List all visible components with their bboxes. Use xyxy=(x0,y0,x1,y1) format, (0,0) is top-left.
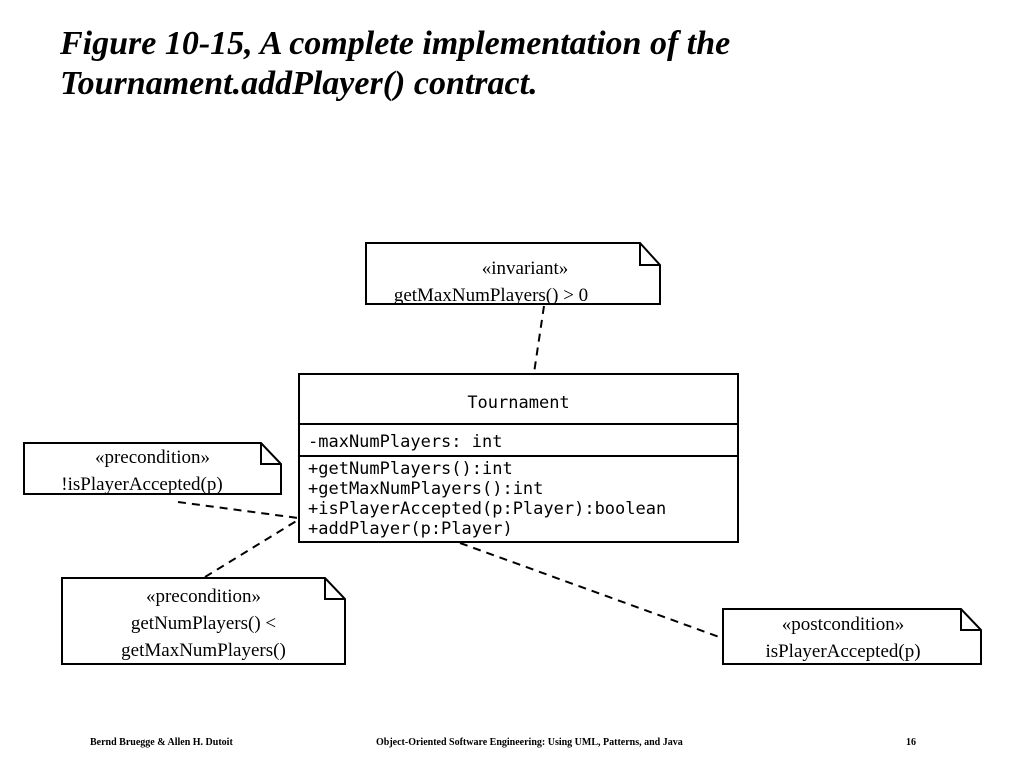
postcondition-note: «postcondition» isPlayerAccepted(p) xyxy=(723,611,963,665)
figure-title-line-1: Figure 10-15, A complete implementation … xyxy=(60,25,731,62)
invariant-note: «invariant» xyxy=(366,255,684,282)
class-attribute: -maxNumPlayers: int xyxy=(308,432,503,452)
class-operation: +isPlayerAccepted(p:Player):boolean xyxy=(308,499,667,519)
precondition-num-note: «precondition» getNumPlayers() < getMaxN… xyxy=(62,583,345,664)
precondition-accepted-anchor-line xyxy=(177,501,299,519)
precondition-accepted-stereotype: «precondition» xyxy=(94,447,211,468)
postcondition-expression: isPlayerAccepted(p) xyxy=(765,641,921,662)
class-attributes: -maxNumPlayers: int xyxy=(300,425,737,457)
footer-authors: Bernd Bruegge & Allen H. Dutoit xyxy=(90,737,233,748)
precondition-num-anchor-line xyxy=(204,519,299,578)
footer-page-number: 16 xyxy=(906,737,916,748)
class-operation: +getNumPlayers():int xyxy=(308,459,513,479)
footer-book-title: Object-Oriented Software Engineering: Us… xyxy=(376,737,683,748)
invariant-note-body: getMaxNumPlayers() > 0 xyxy=(366,282,616,309)
postcondition-stereotype: «postcondition» xyxy=(781,614,905,635)
figure-title: Figure 10-15, A complete implementation … xyxy=(60,24,1000,104)
invariant-stereotype: «invariant» xyxy=(481,258,569,279)
precondition-num-stereotype: «precondition» xyxy=(145,586,262,607)
precondition-accepted-note: «precondition» xyxy=(24,444,281,471)
class-operation: +addPlayer(p:Player) xyxy=(308,519,513,539)
figure-title-line-2: Tournament.addPlayer() contract. xyxy=(60,65,538,102)
class-name: Tournament xyxy=(300,375,737,425)
precondition-num-expression-line-2: getMaxNumPlayers() xyxy=(121,640,286,661)
precondition-accepted-note-body: !isPlayerAccepted(p) xyxy=(22,471,262,498)
precondition-num-expression-line-1: getNumPlayers() < xyxy=(130,613,277,634)
precondition-accepted-expression: !isPlayerAccepted(p) xyxy=(61,474,223,495)
postcondition-anchor-line xyxy=(459,542,723,639)
invariant-anchor-line xyxy=(533,305,545,374)
invariant-expression: getMaxNumPlayers() > 0 xyxy=(393,285,589,306)
class-operations: +getNumPlayers():int +getMaxNumPlayers()… xyxy=(300,457,737,539)
tournament-class: Tournament -maxNumPlayers: int +getNumPl… xyxy=(298,373,739,543)
class-operation: +getMaxNumPlayers():int xyxy=(308,479,544,499)
